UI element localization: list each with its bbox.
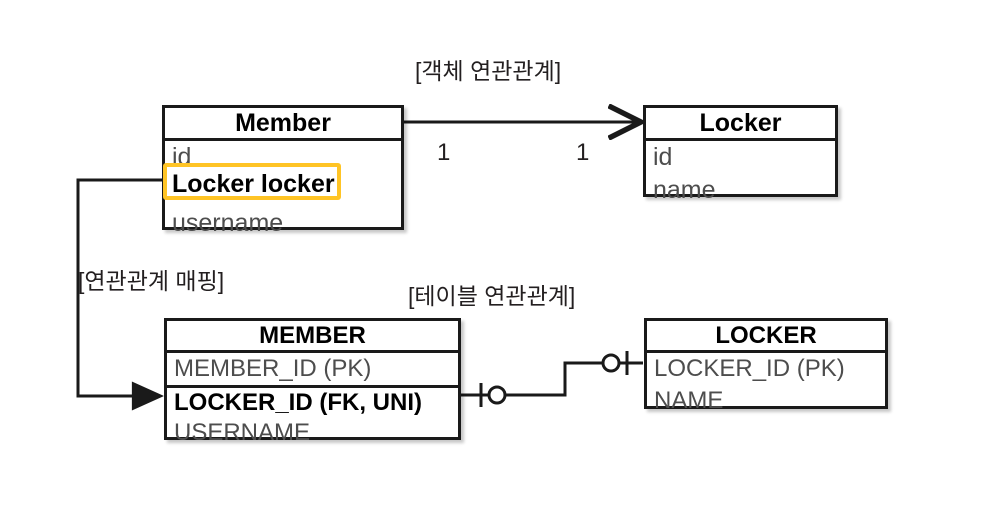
table-column-member-id: MEMBER_ID (PK) [174, 355, 372, 382]
entity-field-locker-name: name [653, 176, 716, 204]
table-title-locker: LOCKER [647, 321, 885, 353]
entity-box-locker[interactable]: Locker id name [643, 105, 838, 203]
table-column-locker-id-fk: LOCKER_ID (FK, UNI) [167, 385, 458, 417]
entity-title-member: Member [165, 108, 401, 141]
table-association-connector [461, 351, 643, 407]
multiplicity-source: 1 [437, 139, 451, 166]
table-box-locker[interactable]: LOCKER LOCKER_ID (PK) NAME [644, 318, 888, 413]
entity-field-locker-id: id [653, 143, 673, 171]
caption-object-relation: [객체 연관관계] [415, 58, 562, 84]
table-box-member[interactable]: MEMBER MEMBER_ID (PK) LOCKER_ID (FK, UNI… [164, 318, 461, 445]
table-column-locker-name: NAME [654, 387, 724, 414]
caption-table-relation: [테이블 연관관계] [408, 283, 576, 309]
mapping-link-connector [76, 178, 162, 396]
entity-field-member-username: username [172, 209, 284, 237]
table-column-locker-id-pk: LOCKER_ID (PK) [654, 355, 845, 382]
entity-box-member[interactable]: Member id username [162, 105, 404, 236]
caption-relation-mapping: [연관관계 매핑] [78, 268, 225, 294]
entity-field-member-locker-label: Locker locker [172, 170, 335, 198]
entity-title-locker: Locker [646, 108, 835, 141]
multiplicity-target: 1 [576, 139, 590, 166]
table-title-member: MEMBER [167, 321, 458, 353]
table-column-username: USERNAME [174, 419, 311, 446]
